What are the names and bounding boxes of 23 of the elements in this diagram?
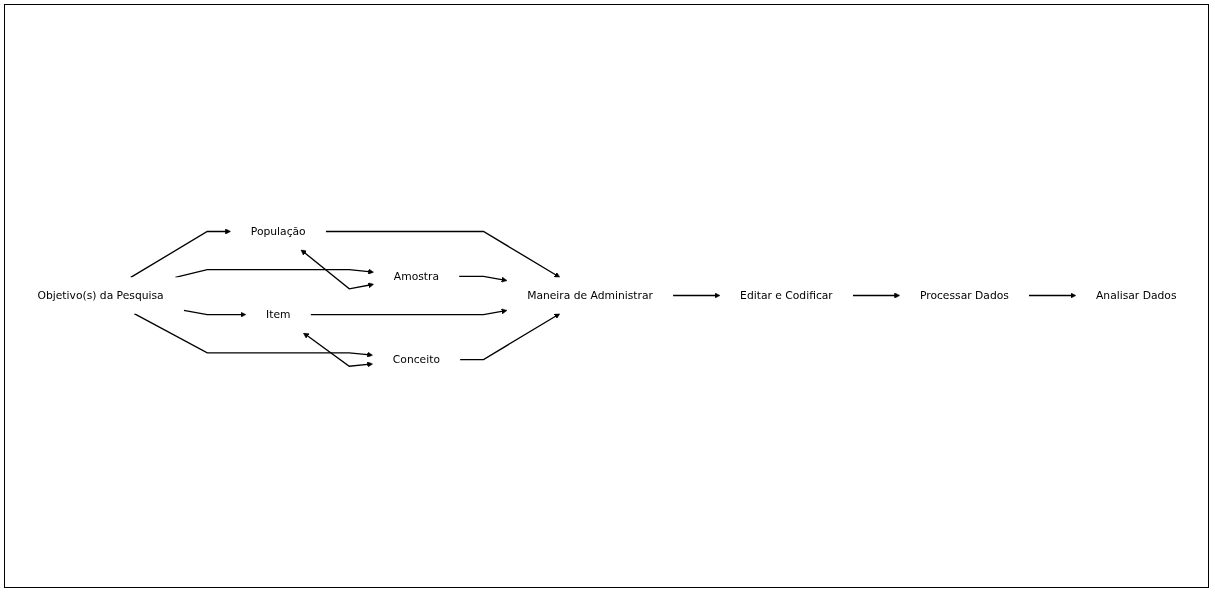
node-text: População: [250, 225, 306, 238]
node-text: Processar Dados: [919, 289, 1009, 303]
arrow: [129, 229, 231, 279]
arrow: [1027, 293, 1076, 299]
arrow: [324, 231, 560, 279]
flowchart: Objetivo(s) da Pesquisa População Amostra Item Conceito Maneira de Administrar Editar e Codificar Processar Dados Analisar Dados: [11, 208, 1202, 384]
arrow: [309, 308, 507, 316]
node-text: Editar e Codificar: [739, 289, 833, 303]
arrow: [458, 313, 560, 361]
arrow: [457, 276, 507, 284]
arrow: [851, 293, 900, 299]
node-text: Amostra: [393, 270, 439, 283]
arrow: [133, 313, 373, 359]
arrow: [302, 333, 373, 368]
node-text: Maneira de Administrar: [526, 289, 653, 303]
arrow: [671, 293, 720, 299]
arrow: [300, 249, 374, 290]
arrow: [174, 269, 374, 279]
node-text: Analisar Dados: [1095, 289, 1176, 303]
node-text: Item: [265, 308, 290, 322]
arrow: [182, 310, 246, 319]
node-text: Objetivo(s) da Pesquisa: [37, 289, 164, 303]
node-text: Conceito: [392, 353, 440, 367]
